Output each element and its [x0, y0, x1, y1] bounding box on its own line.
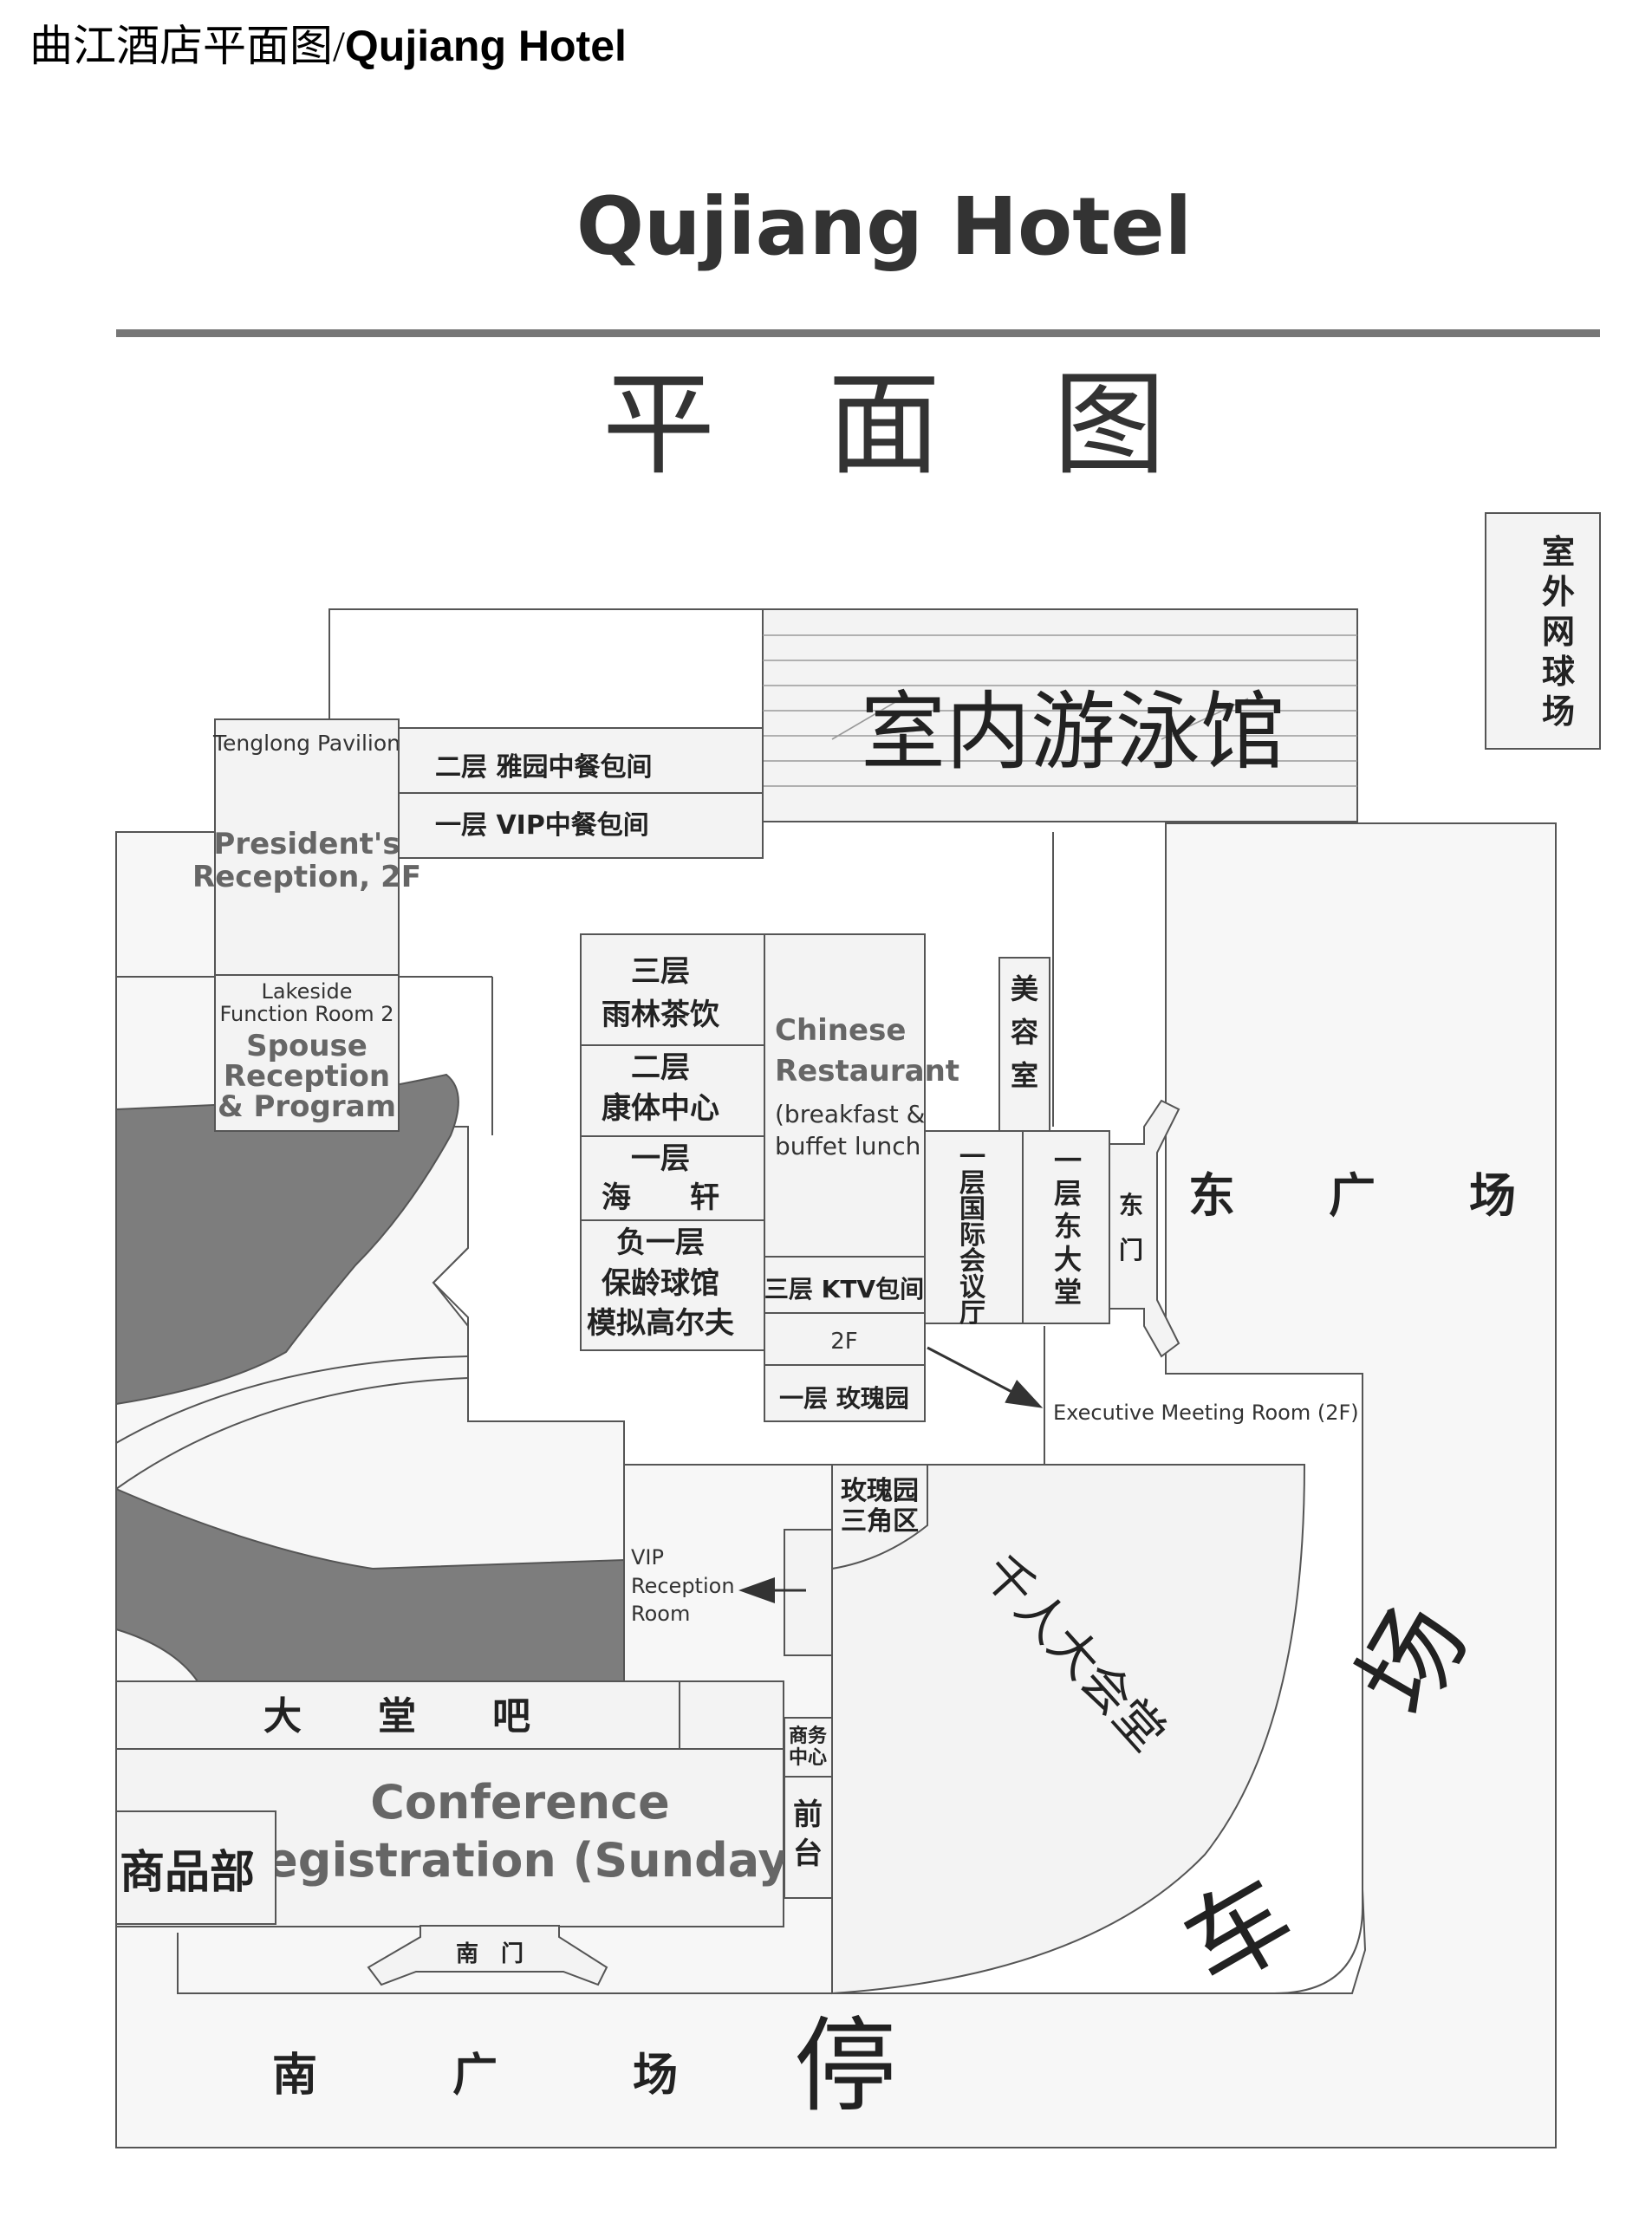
- south-gate-label: 南 门: [456, 1941, 524, 1967]
- executive-meeting-label: Executive Meeting Room (2F): [1053, 1401, 1359, 1425]
- room-yayuan-label: 二层 雅园中餐包间: [435, 752, 652, 783]
- room-tea-3f[interactable]: [580, 933, 765, 1046]
- room-bowling-b1[interactable]: [580, 1219, 765, 1351]
- parking-char-1: 停: [794, 2006, 896, 2126]
- shop-label: 商品部: [120, 1847, 255, 1899]
- intl-conference-label: 一层国际会议厅: [959, 1142, 986, 1329]
- floor-2f-label: 2F: [830, 1329, 858, 1355]
- east-lobby-label: 一层东大堂: [1054, 1144, 1082, 1309]
- beauty-salon[interactable]: [998, 957, 1050, 1132]
- business-center-label: 商务中心: [789, 1725, 828, 1769]
- outdoor-tennis-court[interactable]: [1485, 512, 1601, 750]
- front-desk[interactable]: [784, 1776, 833, 1899]
- rose-triangle[interactable]: [831, 1464, 928, 1570]
- parking-char-2: 车: [1165, 1855, 1313, 2010]
- page-caption: 曲江酒店平面图/Qujiang Hotel: [29, 16, 627, 76]
- room-rose-garden-1f[interactable]: [764, 1364, 926, 1422]
- executive-arrow: [927, 1346, 1044, 1408]
- page-caption-cn: 曲江酒店平面图/: [29, 22, 345, 70]
- chinese-restaurant-meals: (breakfast &buffet lunch: [775, 1100, 926, 1160]
- page-caption-en: Qujiang Hotel: [344, 22, 627, 70]
- rose-triangle-label: 玫瑰园三角区: [841, 1476, 919, 1537]
- east-gate-label: 东门: [1119, 1191, 1143, 1264]
- east-plaza-label: 东 广 场: [1188, 1168, 1516, 1223]
- lakeside-function-room[interactable]: [214, 974, 400, 1132]
- room-tea-label: 三层雨林茶饮: [602, 954, 720, 1032]
- shop[interactable]: [115, 1810, 276, 1925]
- room-haiyixuan[interactable]: [580, 1135, 765, 1221]
- lobby-bar-label: 大 堂 吧: [263, 1694, 530, 1739]
- front-desk-label: 前台: [793, 1797, 823, 1871]
- intl-conference-hall[interactable]: [924, 1130, 1024, 1324]
- grand-hall[interactable]: [831, 1464, 1306, 1995]
- tenglong-pavilion[interactable]: [214, 718, 400, 976]
- tenglong-pavilion-label: Tenglong Pavilion: [212, 731, 400, 756]
- business-center[interactable]: [784, 1717, 833, 1778]
- floor-2f[interactable]: [764, 1312, 926, 1366]
- room-haiyixuan-label: 一层海 轩: [602, 1141, 719, 1215]
- lake-south: [115, 1487, 625, 1682]
- pool-lines: [763, 634, 1357, 787]
- main-lobby-upper: [679, 1680, 784, 1750]
- east-lobby[interactable]: [1022, 1130, 1110, 1324]
- room-vip-label: 一层 VIP中餐包间: [435, 810, 649, 841]
- vip-reception-room[interactable]: [784, 1529, 833, 1656]
- room-vip-1f[interactable]: [398, 792, 764, 859]
- room-leisure-2f[interactable]: [580, 1044, 765, 1137]
- title-rule: [116, 329, 1600, 337]
- map-title: Qujiang Hotel: [576, 180, 1192, 273]
- room-yayuan-2f[interactable]: [398, 727, 764, 794]
- room-leisure-label: 二层康体中心: [602, 1050, 719, 1126]
- room-rose-garden-label: 一层 玫瑰园: [779, 1384, 909, 1413]
- map-subtitle: 平 面 图: [602, 359, 1166, 491]
- south-gate[interactable]: [367, 1925, 608, 1986]
- outdoor-tennis-label: 室外网球场: [1542, 533, 1576, 731]
- south-plaza-label: 南 广 场: [272, 2050, 678, 2102]
- east-gate[interactable]: [1109, 1099, 1180, 1358]
- room-ktv-label: 三层 KTV包间: [764, 1275, 924, 1303]
- room-bowling-label: 负一层保龄球馆模拟高尔夫: [587, 1225, 735, 1341]
- beauty-salon-label: 美容室: [1011, 972, 1038, 1092]
- indoor-pool-label: 室内游泳馆: [861, 683, 1285, 782]
- chinese-restaurant[interactable]: [764, 933, 926, 1258]
- lake-north: [115, 1073, 459, 1406]
